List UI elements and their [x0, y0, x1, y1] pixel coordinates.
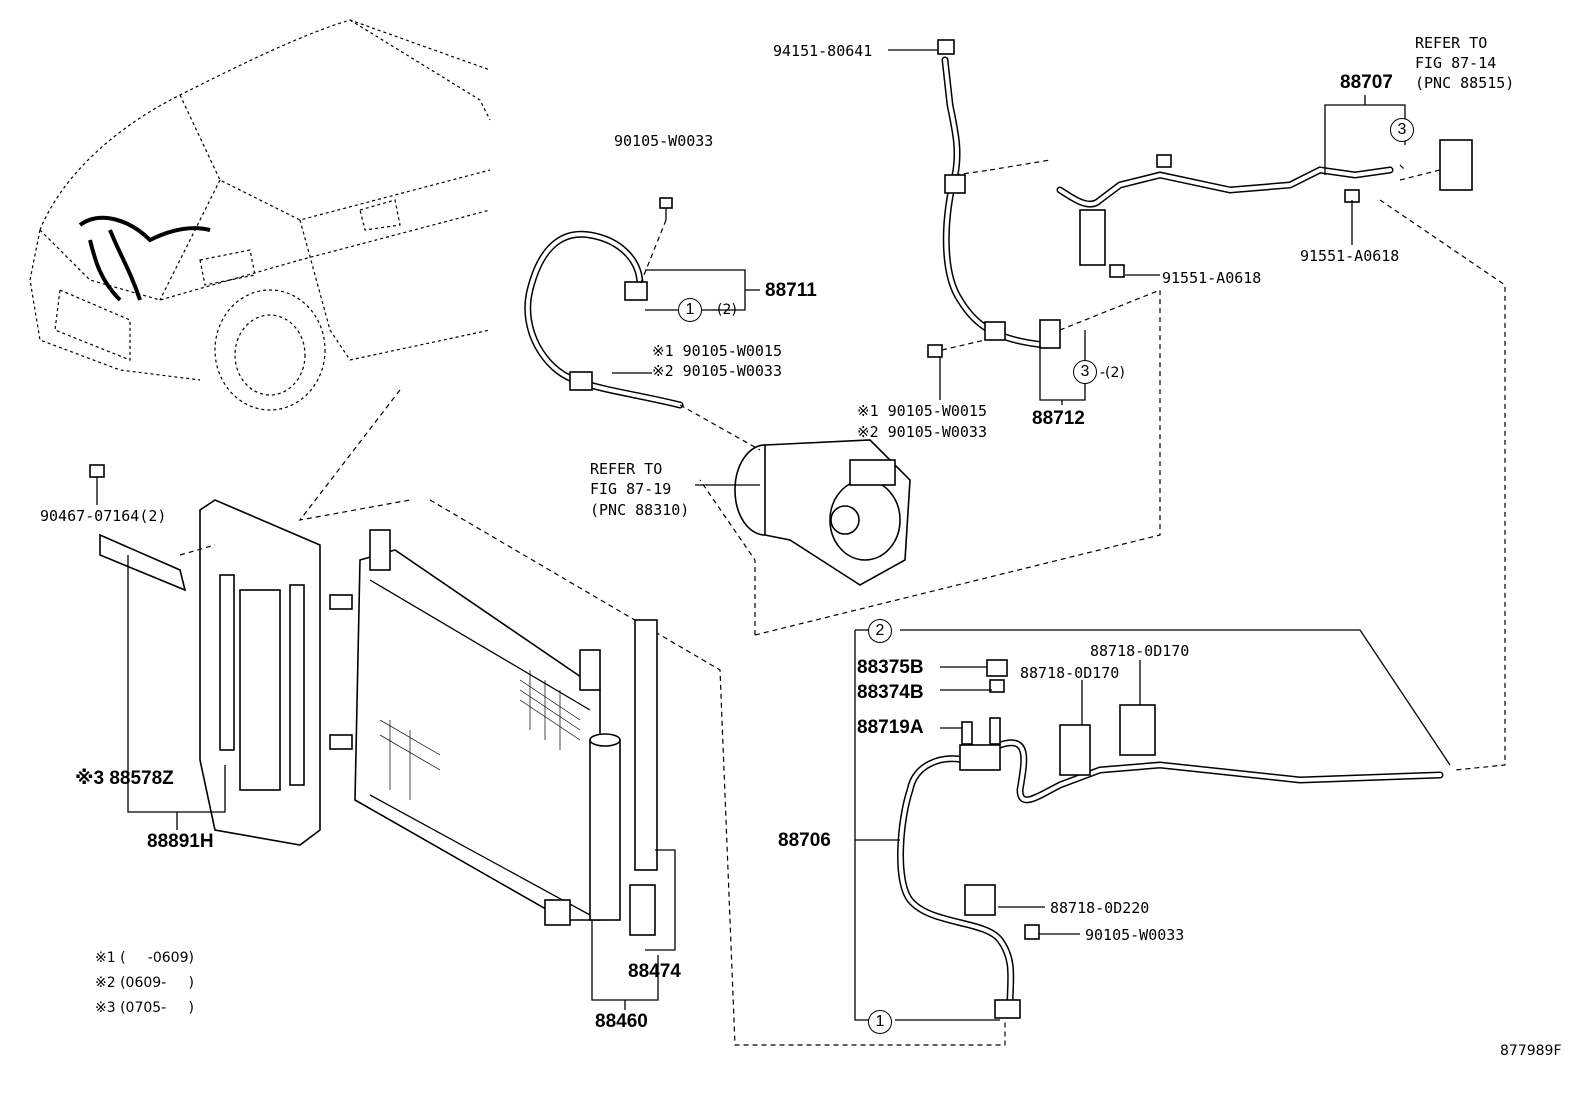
label-90105-w0033-bottom: 90105-W0033 — [1085, 926, 1185, 944]
label-88719a: 88719A — [857, 717, 924, 738]
label-90105-w0015-a: ※1 90105-W0015 — [652, 342, 782, 360]
footnote-1: ※1 ( -0609) — [95, 950, 194, 966]
label-88578z: ※3 88578Z — [75, 768, 174, 789]
qty-circle-1: -(2) — [712, 302, 737, 318]
label-90105-w0033-b: ※2 90105-W0033 — [857, 423, 987, 441]
label-90105-w0033-top: 90105-W0033 — [614, 132, 714, 150]
refer-fig-87-14-line1: REFER TO — [1415, 34, 1488, 52]
label-88460: 88460 — [595, 1011, 648, 1032]
label-91551-a0618-right: 91551-A0618 — [1300, 247, 1400, 265]
refer-fig-87-19-line1: REFER TO — [590, 460, 663, 478]
pipe-88706 — [897, 659, 1444, 1019]
refer-fig-87-19-line3: (PNC 88310) — [590, 501, 690, 519]
ref-circle-2: 2 — [868, 619, 892, 643]
compressor — [679, 404, 911, 586]
ref-circle-3-top: 3 — [1390, 118, 1414, 142]
label-88707: 88707 — [1340, 72, 1393, 93]
vehicle-outline — [29, 19, 491, 411]
label-88375b: 88375B — [857, 657, 924, 678]
qty-circle-3: -(2) — [1100, 365, 1125, 381]
bolt-90105-mid — [927, 339, 986, 358]
label-90105-w0015-b: ※1 90105-W0015 — [857, 402, 987, 420]
refer-fig-87-14-line2: FIG 87-14 — [1415, 54, 1497, 72]
label-88374b: 88374B — [857, 682, 924, 703]
ref-circle-1-top: 1 — [678, 298, 702, 322]
hose-88712 — [937, 39, 1061, 349]
figure-id: 877989F — [1500, 1043, 1562, 1059]
label-88891h: 88891H — [147, 831, 214, 852]
condenser-88460 — [329, 529, 658, 936]
label-88718-0d220: 88718-0D220 — [1050, 899, 1150, 917]
label-88718-0d170-a: 88718-0D170 — [1090, 642, 1190, 660]
label-88711: 88711 — [765, 280, 817, 301]
label-88718-0d170-b: 88718-0D170 — [1020, 664, 1120, 682]
bolt-90105-w0033-top — [639, 197, 673, 286]
label-88706: 88706 — [778, 830, 831, 851]
refer-fig-87-14-line3: (PNC 88515) — [1415, 74, 1515, 92]
ref-circle-3-mid: 3 — [1073, 360, 1097, 384]
refer-fig-87-19-line2: FIG 87-19 — [590, 480, 672, 498]
ref-circle-1-bottom: 1 — [868, 1010, 892, 1034]
label-88474: 88474 — [628, 961, 681, 982]
hose-88711 — [524, 230, 684, 409]
footnote-3: ※3 (0705- ) — [95, 1000, 194, 1016]
label-91551-a0618-mid: 91551-A0618 — [1162, 269, 1262, 287]
label-88712: 88712 — [1032, 408, 1085, 429]
label-90105-w0033-a: ※2 90105-W0033 — [652, 362, 782, 380]
label-90467-07164: 90467-07164(2) — [40, 507, 167, 525]
footnote-2: ※2 (0609- ) — [95, 975, 194, 991]
tube-88707 — [1056, 139, 1473, 278]
label-94151-80641: 94151-80641 — [773, 42, 873, 60]
duct-88891h — [89, 464, 321, 846]
